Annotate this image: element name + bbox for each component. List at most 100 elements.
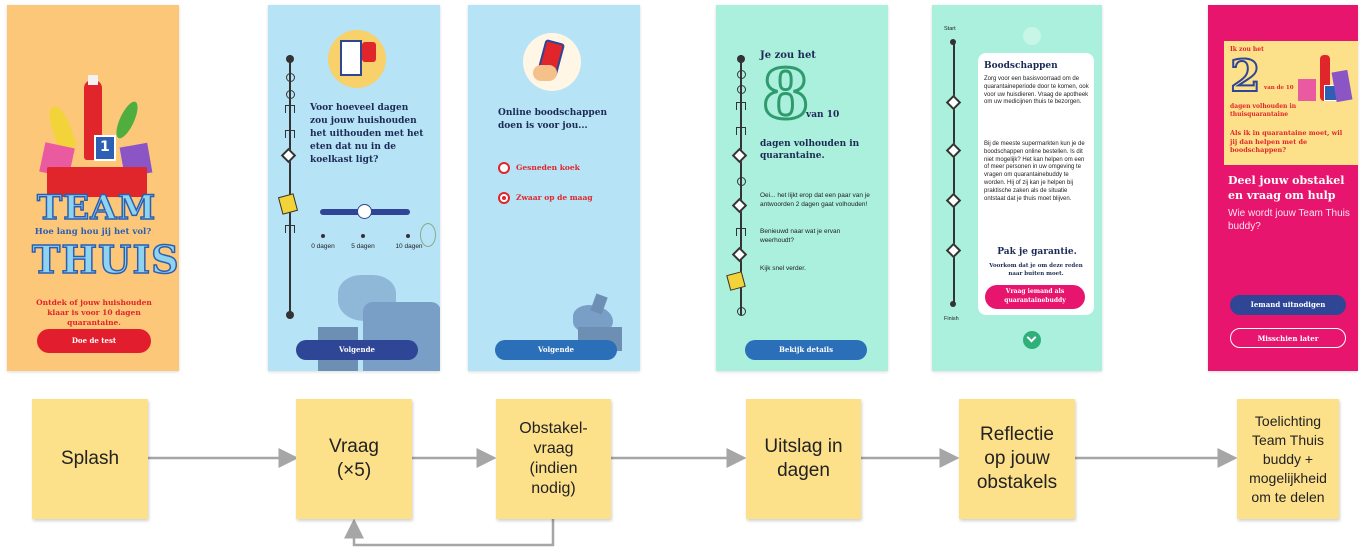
timeline-gate: [736, 102, 746, 110]
timeline-marker: [731, 147, 748, 164]
question-illustration: [328, 30, 386, 88]
basket-shape: [47, 167, 147, 197]
splash-body-text: Ontdek of jouw huishouden klaar is voor …: [36, 298, 152, 327]
timeline-marker: [731, 246, 748, 263]
timeline-line: [289, 55, 291, 315]
question-screen: Voor hoeveel dagen zou jouw huishouden h…: [268, 5, 440, 371]
slider-tick-dot: [361, 234, 365, 238]
timeline-end-node: [286, 311, 294, 319]
next-button[interactable]: Volgende: [495, 340, 617, 360]
timeline-start-node: [286, 55, 294, 63]
reflection-subtitle: Pak je garantie.: [997, 247, 1077, 257]
result-intro: Je zou het: [760, 50, 816, 61]
green-leaf-shape: [112, 98, 142, 142]
flow-step-label: Reflectie op jouw obstakels: [976, 424, 1058, 493]
question-text: Voor hoeveel dagen zou jouw huishouden h…: [310, 103, 424, 165]
timeline-marker: [731, 197, 748, 214]
radio-option-unselected[interactable]: [498, 162, 510, 174]
timeline-obstacle-icon: [277, 193, 299, 215]
share-card-illustration: [1296, 51, 1353, 111]
share-subtitle: Wie wordt jouw Team Thuis buddy?: [1228, 208, 1350, 232]
carton-number: 1: [100, 139, 110, 155]
character-body-shape: [363, 302, 440, 371]
timeline-gate: [285, 105, 295, 113]
share-card-of: van de 10: [1264, 85, 1294, 91]
start-test-button[interactable]: Doe de test: [37, 329, 151, 353]
slider-tick-dot: [406, 234, 410, 238]
timeline-step-node: [737, 177, 746, 186]
timeline-obstacle-icon: [726, 271, 746, 291]
timeline-start-label: Start: [944, 26, 956, 32]
logo-team: TEAM: [36, 188, 157, 228]
option-label-1[interactable]: Gesneden koek: [516, 163, 580, 172]
timeline-marker: [945, 142, 962, 159]
timeline-gate: [736, 127, 746, 135]
share-card-number: 2: [1229, 50, 1262, 103]
slider-label-mid: 5 dagen: [351, 243, 375, 250]
chevron-down-icon: [1026, 332, 1037, 343]
option-label-2[interactable]: Zwaar op de maag: [516, 193, 593, 202]
share-card: Ik zou het 2 van de 10 dagen volhouden i…: [1224, 41, 1358, 165]
next-button[interactable]: Volgende: [296, 340, 418, 360]
timeline-marker: [945, 192, 962, 209]
timeline-start-node: [737, 55, 745, 63]
result-big-number: 8: [761, 55, 811, 135]
timeline-end-node: [737, 307, 746, 316]
scroll-down-icon[interactable]: [1023, 331, 1041, 349]
splash-screen: 1 TEAM Hoe lang hou jij het vol? THUIS O…: [7, 5, 179, 371]
flow-step-obstacle: Obstakel- vraag (indien nodig): [496, 399, 611, 519]
timeline-step-node: [737, 85, 746, 94]
view-details-button[interactable]: Bekijk details: [745, 340, 867, 360]
timeline-finish-label: Finish: [944, 316, 959, 322]
flow-step-label: Vraag (×5): [329, 436, 379, 481]
maybe-later-button[interactable]: Misschien later: [1230, 328, 1346, 348]
scroll-up-icon[interactable]: [1023, 27, 1041, 45]
result-screen: Je zou het 8 van 10 dagen volhouden in q…: [716, 5, 888, 371]
pink-shape: [1298, 79, 1316, 101]
share-card-intro: Ik zou het: [1230, 46, 1264, 53]
flow-step-question: Vraag (×5): [296, 399, 412, 519]
timeline-gate: [285, 130, 295, 138]
share-screen: Ik zou het 2 van de 10 dagen volhouden i…: [1208, 5, 1358, 371]
flow-step-label: Splash: [60, 448, 120, 469]
timeline-step-node: [286, 73, 295, 82]
slider-label-max: 10 dagen: [395, 243, 423, 250]
ask-buddy-button[interactable]: Vraag iemand als quarantainebuddy: [985, 285, 1085, 309]
hand-shape: [533, 65, 557, 81]
flow-step-label: Obstakel- vraag (indien nodig): [519, 420, 588, 497]
carton-shape: [94, 135, 116, 161]
bottle-cap-shape: [88, 75, 98, 85]
radio-option-selected[interactable]: [498, 192, 510, 204]
flow-step-label: Toelichting Team Thuis buddy + mogelijkh…: [1249, 412, 1327, 505]
slider-tick-dot: [321, 234, 325, 238]
result-paragraph-3: Kijk snel verder.: [760, 265, 806, 272]
timeline-start-node: [950, 39, 956, 45]
flow-step-result: Uitslag in dagen: [746, 399, 861, 519]
days-slider-thumb[interactable]: [357, 204, 372, 219]
result-paragraph-2: Benieuwd naar wat je ervan weerhoudt?: [760, 228, 841, 244]
fridge-shape: [340, 40, 362, 76]
logo-tagline: Hoe lang hou jij het vol?: [25, 227, 161, 237]
bottle-shape: [1320, 55, 1330, 101]
timeline-marker: [945, 242, 962, 259]
loop-back-arrow: [344, 518, 555, 547]
timeline-end-node: [950, 301, 956, 307]
flow-step-reflection: Reflectie op jouw obstakels: [959, 399, 1075, 519]
flow-step-share: Toelichting Team Thuis buddy + mogelijkh…: [1237, 399, 1339, 519]
result-days-text: dagen volhouden in quarantaine.: [760, 139, 860, 161]
logo-thuis: THUIS: [31, 237, 179, 282]
timeline-gate: [736, 228, 746, 236]
result-of-total: van 10: [806, 110, 840, 120]
splash-illustration: 1: [39, 75, 153, 200]
flow-step-label: Uitslag in dagen: [764, 436, 843, 481]
reflection-screen: Start Finish Boodschappen Zorg voor een …: [932, 5, 1102, 371]
result-paragraph-1: Oei... het lijkt erop dat een paar van j…: [760, 192, 870, 208]
share-card-question: Als ik in quarantaine moet, wil jij dan …: [1230, 129, 1343, 154]
invite-button[interactable]: Iemand uitnodigen: [1230, 295, 1346, 315]
jar-shape: [362, 42, 376, 62]
obstacle-screen: Online boodschappen doen is voor jou... …: [468, 5, 640, 371]
timeline-line: [953, 43, 955, 305]
emoji-doodle-icon: [420, 223, 436, 247]
timeline-current-marker: [280, 147, 297, 164]
